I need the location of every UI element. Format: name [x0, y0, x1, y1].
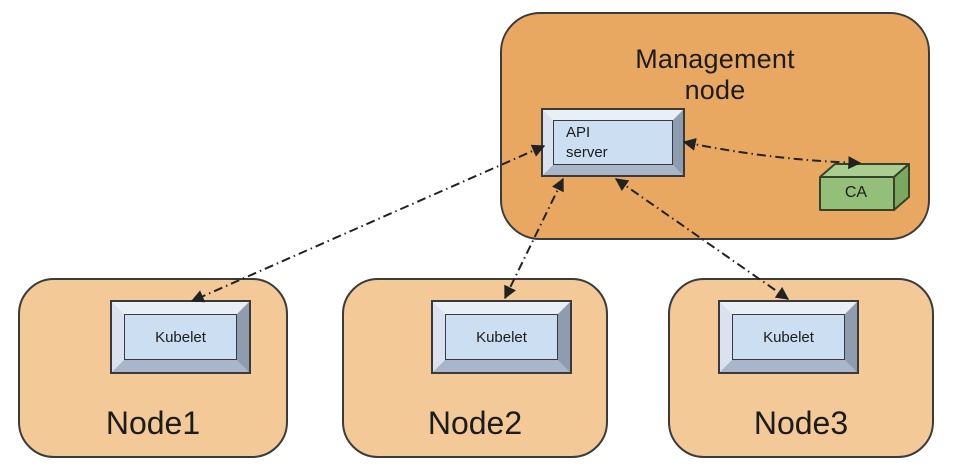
management-node-label: Management node — [635, 44, 795, 106]
node2-label: Node2 — [427, 405, 523, 441]
node3-label: Node3 — [753, 405, 849, 441]
ca-box-front-face — [819, 176, 895, 211]
kubelet-box-node2: Kubelet — [431, 300, 572, 374]
node1-label: Node1 — [105, 405, 201, 441]
kubelet-label-node2: Kubelet — [445, 314, 558, 360]
kubelet-label-node3: Kubelet — [732, 314, 845, 360]
api-server-label: API server — [553, 120, 673, 165]
kubelet-box-node3: Kubelet — [718, 300, 859, 374]
kubelet-box-node1: Kubelet — [110, 300, 251, 374]
ca-box — [819, 163, 910, 211]
api-server-box: API server — [541, 108, 685, 177]
ca-label: CA — [844, 184, 868, 201]
kubelet-label-node1: Kubelet — [124, 314, 237, 360]
